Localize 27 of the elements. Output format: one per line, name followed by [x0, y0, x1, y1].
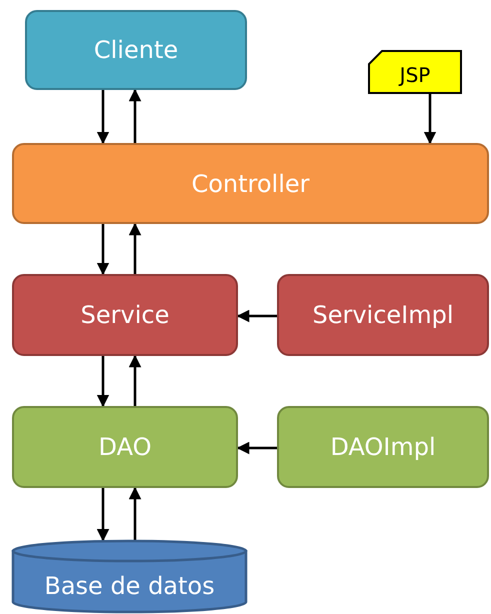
document-card — [368, 50, 462, 94]
node-label: Base de datos — [44, 571, 215, 600]
process-box — [277, 406, 489, 488]
process-box — [12, 143, 489, 224]
process-box — [12, 274, 238, 356]
arrow — [128, 88, 142, 143]
arrow — [128, 222, 142, 274]
arrow — [128, 354, 142, 406]
arrow — [236, 442, 277, 454]
node-label: Service — [80, 301, 170, 329]
arrow — [424, 94, 436, 144]
node-label: ServiceImpl — [312, 301, 454, 329]
arrow — [96, 224, 110, 276]
process-box — [25, 10, 247, 90]
arrow — [128, 486, 142, 540]
process-box — [277, 274, 489, 356]
arrow — [236, 310, 277, 322]
arrow — [96, 90, 110, 144]
database-cylinder — [12, 540, 247, 612]
arrow — [96, 356, 110, 408]
node-label: Controller — [191, 170, 310, 198]
node-label: DAOImpl — [330, 433, 436, 461]
process-box — [12, 406, 238, 488]
node-label: Cliente — [94, 36, 178, 64]
node-label: JSP — [400, 63, 430, 87]
arrow — [96, 488, 110, 542]
node-label: DAO — [98, 433, 152, 461]
